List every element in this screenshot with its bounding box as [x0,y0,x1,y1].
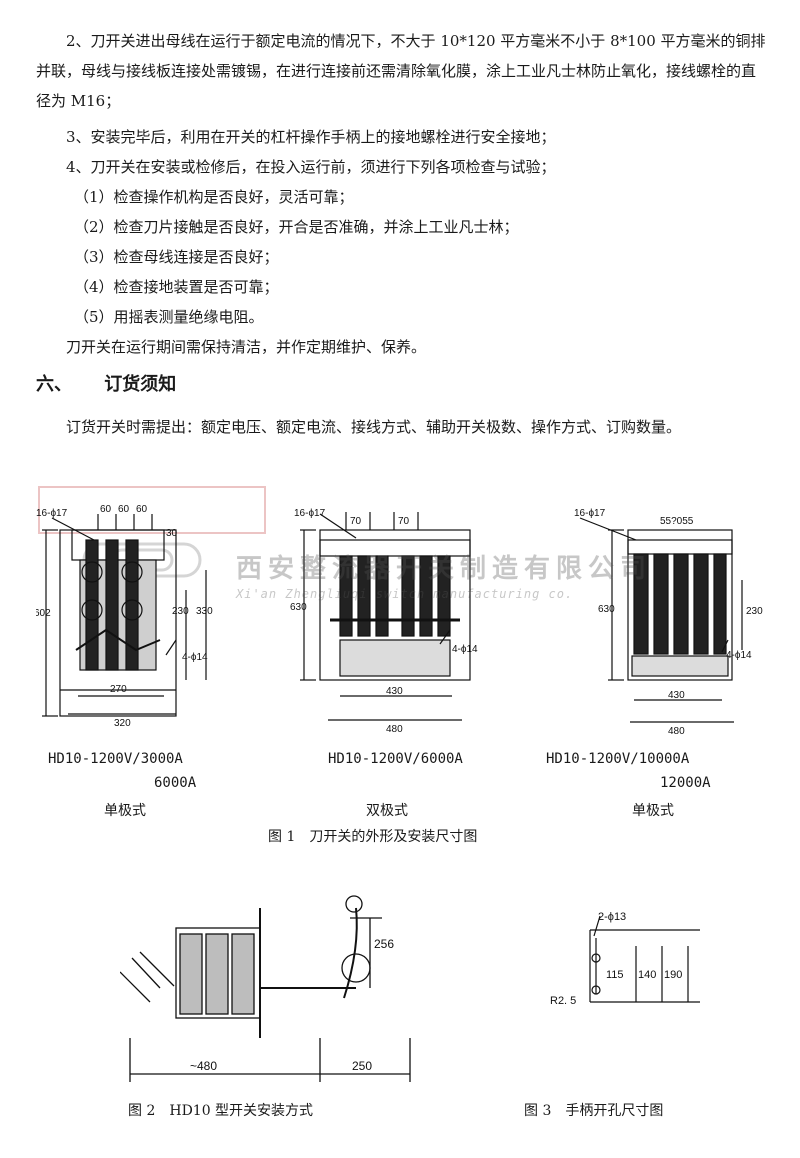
dim-top2: 60 [118,504,130,515]
check-item-2: （2）检查刀片接触是否良好，开合是否准确，并涂上工业凡士林； [74,218,519,236]
watermark-cn: 西安整流器开关制造有限公司 [236,554,653,584]
figure2-drawing: 256 ~480 250 [120,888,420,1088]
figure1-middle-drawing: 16-ϕ17 70 70 630 4-ϕ14 430 480 [290,500,490,740]
dim-holes: 16-ϕ17 [294,508,326,519]
dim-holes: 2-ϕ13 [598,911,626,923]
fig1-middle-model: HD10-1200V/6000A [328,751,463,767]
dim-height: 602 [36,608,51,619]
dim-w480: 480 [386,724,403,735]
dim-w480: 480 [668,726,685,737]
dim-h330: 330 [196,606,213,617]
figure2-caption: 图 2 HD10 型开关安装方式 [128,1103,314,1119]
check-item-3: （3）检查母线连接是否良好； [74,248,279,266]
dim-top3: 60 [136,504,148,515]
dim-w480: ~480 [190,1059,217,1073]
fig1-right-model-alt: 12000A [660,775,711,791]
dim-holes: 16-ϕ17 [36,508,68,519]
figure1-left-drawing: 16-ϕ17 60 60 60 30 602 230 330 4-ϕ14 270… [36,500,236,740]
stamp-mark [38,486,266,534]
check-item-5: （5）用摇表测量绝缘电阻。 [74,308,264,326]
dim-radius: R2. 5 [550,995,576,1007]
dim-top2: 70 [398,516,410,527]
fig1-middle-type: 双极式 [366,803,408,819]
fig1-left-model: HD10-1200V/3000A [48,751,183,767]
dim-height: 630 [598,604,615,615]
paragraph-ordering: 订货开关时需提出：额定电压、额定电流、接线方式、辅助开关极数、操作方式、订购数量… [66,418,682,436]
dim-holes: 16-ϕ17 [574,508,606,519]
paragraph-inspection: 4、刀开关在安装或检修后，在投入运行前，须进行下列各项检查与试验； [66,158,556,176]
fig1-right-model: HD10-1200V/10000A [546,751,690,767]
dim-d115: 115 [606,969,624,981]
dim-side-top: 30 [166,528,178,539]
fig1-left-type: 单极式 [104,803,146,819]
dim-d140: 140 [638,969,656,981]
dim-top1: 70 [350,516,362,527]
figure3-drawing: 2-ϕ13 115 140 190 R2. 5 [550,906,710,1016]
dim-mount-holes: 4-ϕ14 [452,644,478,655]
figure1-right-drawing: 16-ϕ17 55?055 630 230 4-ϕ14 430 480 [572,500,772,740]
check-item-4: （4）检查接地装置是否可靠； [74,278,279,296]
watermark: 西安整流器开关制造有限公司 Xi'an Zhengliuqi switch ma… [236,548,652,601]
dim-w250: 250 [352,1059,372,1073]
fig1-left-model-alt: 6000A [154,775,197,791]
paragraph-busbar: 2、刀开关进出母线在运行于额定电流的情况下，不大于 10*120 平方毫米不小于… [36,32,766,110]
paragraph-grounding: 3、安装完毕后，利用在开关的杠杆操作手柄上的接地螺栓进行安全接地； [66,128,556,146]
dim-mount-holes: 4-ϕ14 [726,650,752,661]
dim-h230: 230 [172,606,189,617]
dim-w320: 320 [114,718,131,729]
dim-d190: 190 [664,969,682,981]
section-title: 订货须知 [104,374,177,395]
fig1-right-type: 单极式 [632,803,674,819]
paragraph-maintenance: 刀开关在运行期间需保持清洁，并作定期维护、保养。 [66,338,427,356]
section-number: 六、 [36,374,72,395]
dim-w270: 270 [110,684,127,695]
dim-height: 630 [290,602,307,613]
figure3-caption: 图 3 手柄开孔尺寸图 [524,1103,664,1119]
dim-top1: 60 [100,504,112,515]
watermark-en: Xi'an Zhengliuqi switch manufacturing co… [236,587,574,601]
dim-h256: 256 [374,937,394,951]
dim-top: 55?055 [660,516,694,527]
dim-w430: 430 [668,690,685,701]
dim-w430: 430 [386,686,403,697]
figure1-caption: 图 1 刀开关的外形及安装尺寸图 [268,829,478,845]
check-item-1: （1）检查操作机构是否良好，灵活可靠； [74,188,354,206]
dim-mount-holes: 4-ϕ14 [182,652,208,663]
dim-h230: 230 [746,606,763,617]
section-heading: 六、 订货须知 [36,370,176,396]
